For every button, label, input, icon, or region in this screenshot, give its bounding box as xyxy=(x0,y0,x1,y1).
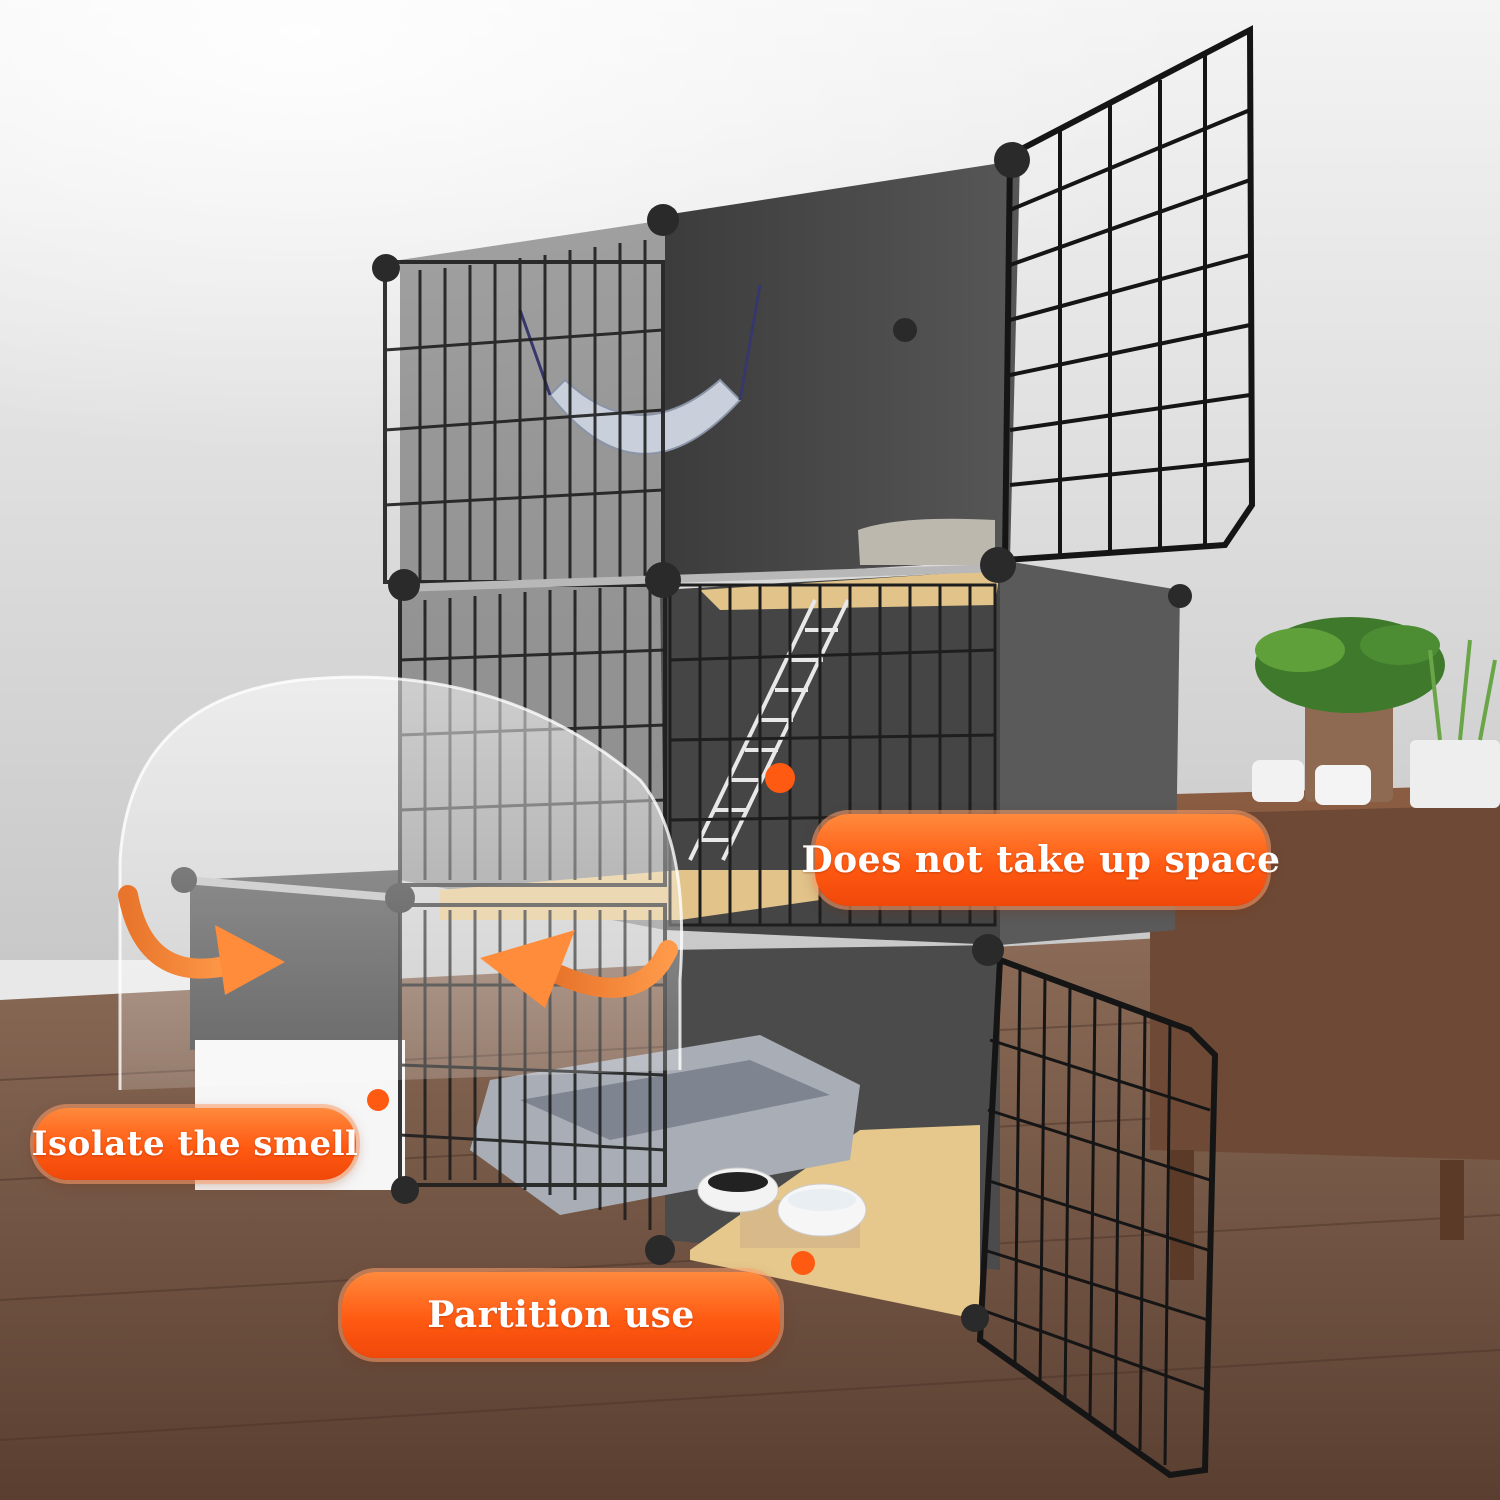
left-curved-arrow-icon xyxy=(118,885,285,995)
callout-isolate-the-smell: Isolate the smell xyxy=(32,1108,358,1180)
food-bowls xyxy=(697,1167,867,1248)
hotspot-dots xyxy=(367,763,815,1275)
open-door-bottom xyxy=(976,955,1219,1479)
cat-bed xyxy=(858,518,995,565)
callout-does-not-take-up-space: Does not take up space xyxy=(801,814,1280,906)
potted-plant xyxy=(1255,617,1445,802)
small-jars xyxy=(1252,639,1500,808)
open-door-top xyxy=(1001,25,1256,564)
callout-partition-use: Partition use xyxy=(342,1272,780,1358)
right-curved-arrow-icon xyxy=(480,930,678,1008)
